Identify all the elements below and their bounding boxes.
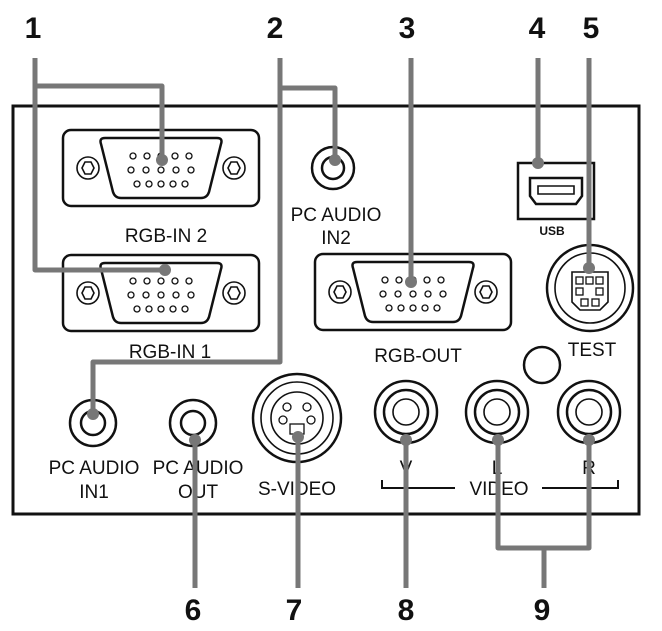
audio-r-jack: [556, 379, 622, 445]
usb-port: [516, 161, 596, 221]
audio-l-jack: [464, 379, 530, 445]
callout-9: 9: [534, 594, 551, 627]
pc-audio-out-label-line2: OUT: [178, 482, 219, 503]
rgb-in-1-label: RGB-IN 1: [129, 342, 211, 363]
pc-audio-in2-label-line1: PC AUDIO: [291, 205, 382, 226]
round-button: [522, 345, 562, 385]
pc-audio-in2-label-line2: IN2: [321, 228, 351, 249]
test-label: TEST: [568, 340, 617, 361]
video-bracket: [381, 480, 619, 489]
video-v-jack: [373, 379, 439, 445]
pc-audio-in1-label-line2: IN1: [79, 482, 109, 503]
pc-audio-out-label-line1: PC AUDIO: [153, 458, 244, 479]
callout-6: 6: [185, 594, 202, 627]
leader-lines: [32, 58, 595, 588]
callout-7: 7: [286, 594, 303, 627]
pc-audio-in1-label-line1: PC AUDIO: [49, 458, 140, 479]
rgb-out-connector: [313, 252, 513, 332]
callout-3: 3: [399, 12, 416, 45]
usb-label: USB: [539, 224, 565, 238]
panel-outline: [11, 104, 641, 516]
rgb-out-label: RGB-OUT: [374, 346, 462, 367]
callout-8: 8: [398, 594, 415, 627]
rgb-in-1-connector: [61, 253, 261, 333]
rgb-in-2-label: RGB-IN 2: [125, 226, 207, 247]
callout-4: 4: [529, 12, 546, 45]
callout-1: 1: [25, 12, 42, 45]
callout-5: 5: [583, 12, 600, 45]
callout-2: 2: [267, 12, 284, 45]
